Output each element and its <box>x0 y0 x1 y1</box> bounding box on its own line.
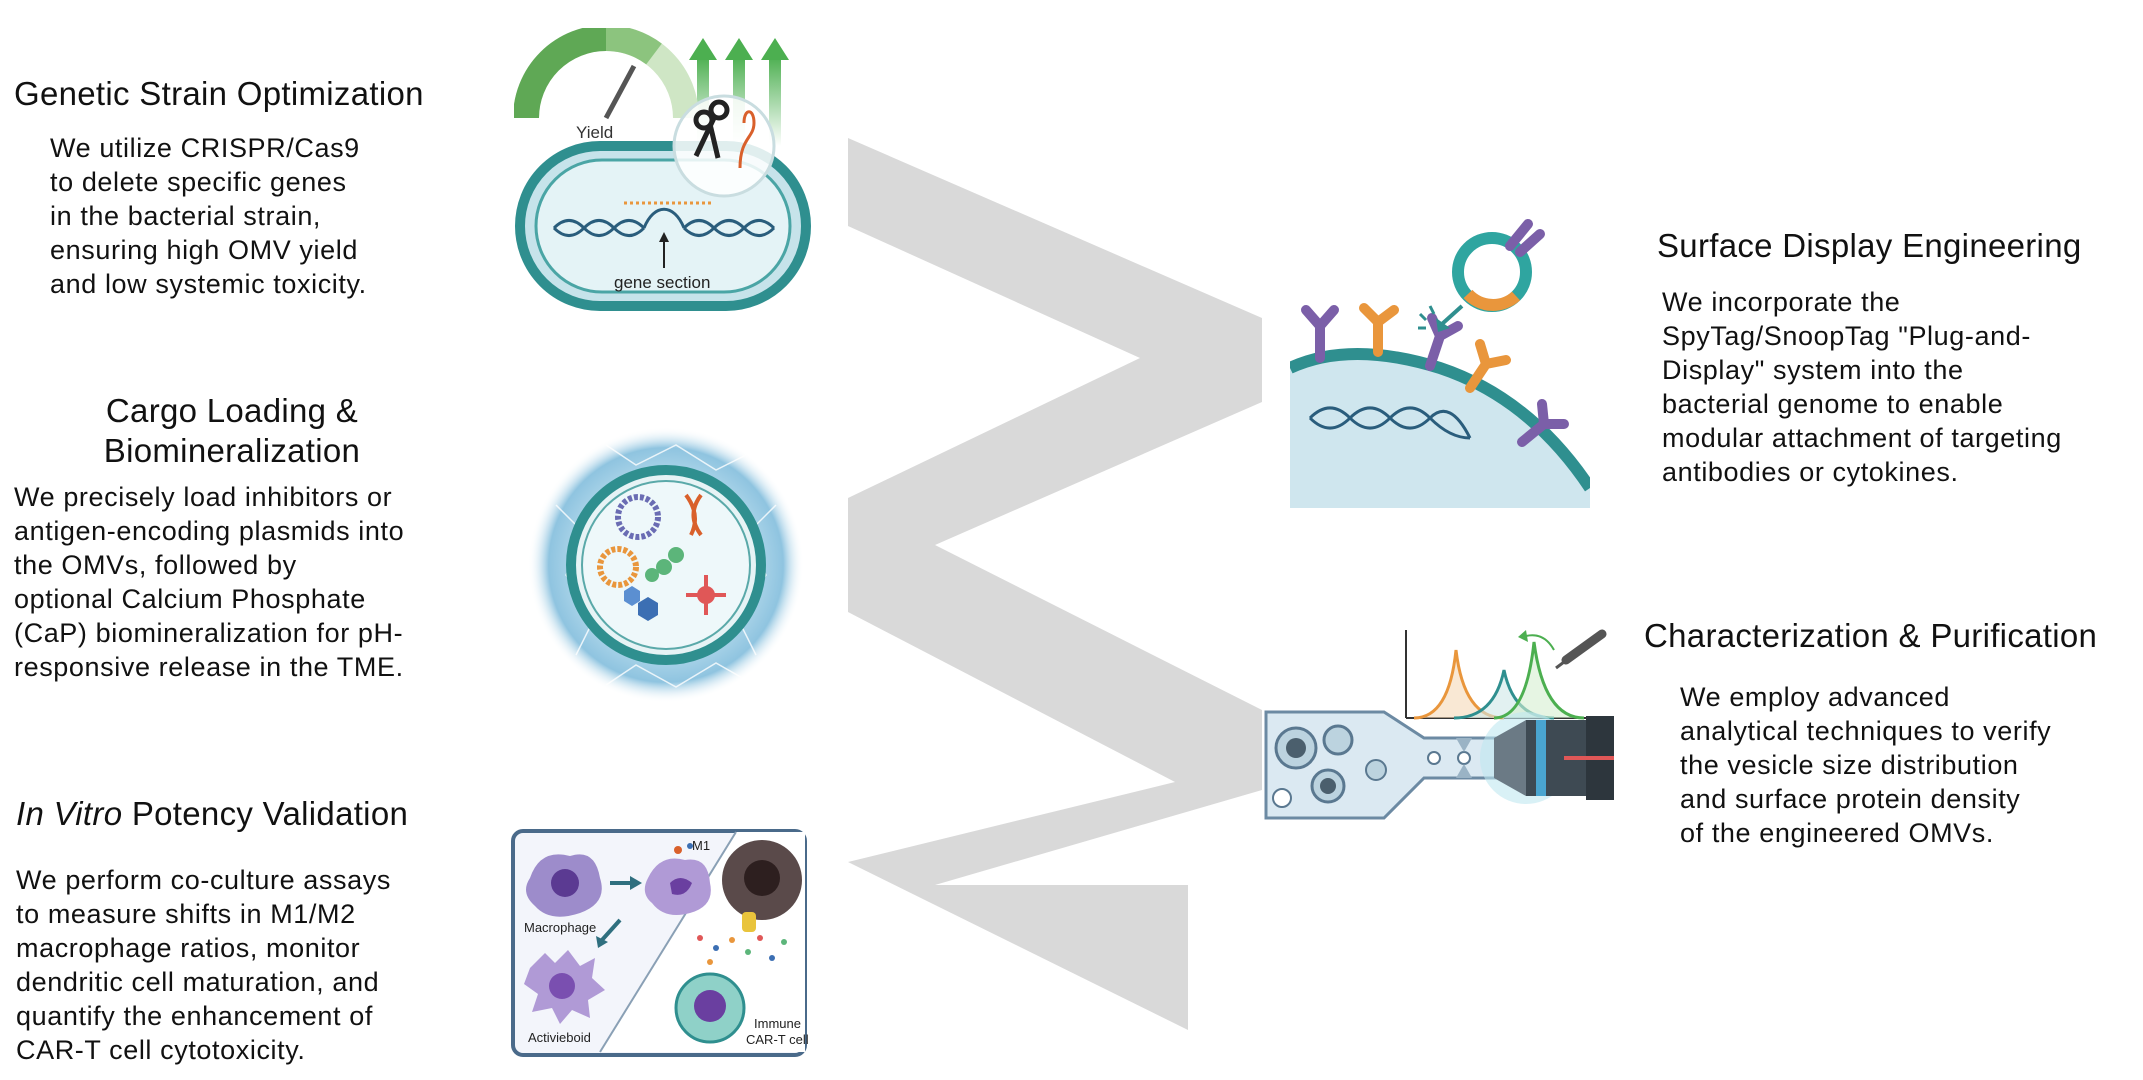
detector-objective-icon <box>1480 712 1614 804</box>
car-t-cell-label: CAR-T cell <box>746 1032 808 1047</box>
genetic-line: to delete specific genes <box>50 167 347 197</box>
surface-display-illustration <box>1290 219 1590 508</box>
inhibitor-icon <box>686 575 726 615</box>
macrophage-label: Macrophage <box>524 920 596 935</box>
genetic-description: We utilize CRISPR/Cas9 to delete specifi… <box>50 131 367 301</box>
invitro-line: macrophage ratios, monitor <box>16 933 361 963</box>
invitro-line: quantify the enhancement of <box>16 1001 373 1031</box>
hexagon-molecule-icon <box>624 586 640 606</box>
surface-line: Display" system into the <box>1662 355 1964 385</box>
antibody-icon <box>1465 339 1511 393</box>
cargo-line: We precisely load inhibitors or <box>14 482 393 512</box>
dna-strand-icon <box>552 201 776 237</box>
cargo-line: responsive release in the TME. <box>14 652 404 682</box>
cytokine-particles <box>697 935 787 965</box>
characterization-line: We employ advanced <box>1680 682 1950 712</box>
plasmid-icon <box>597 546 639 588</box>
surface-line: SpyTag/SnoopTag "Plug-and- <box>1662 321 2031 351</box>
cargo-omv-illustration <box>528 427 804 703</box>
tumor-cell-icon <box>722 840 802 920</box>
characterization-line: and surface protein density <box>1680 784 2021 814</box>
activieboid-label: Activieboid <box>528 1030 591 1045</box>
characterization-description: We employ advanced analytical techniques… <box>1680 680 2051 850</box>
pipette-icon <box>1555 629 1607 670</box>
dna-icon <box>1308 406 1472 440</box>
immune-label: Immune <box>754 1016 801 1031</box>
invitro-title-rest: Potency Validation <box>122 795 409 832</box>
genetic-title: Genetic Strain Optimization <box>14 75 424 112</box>
invitro-title-italic: In Vitro <box>16 795 123 832</box>
characterization-line: of the engineered OMVs. <box>1680 818 1994 848</box>
car-t-cell-icon <box>674 972 746 1044</box>
genetic-strain-illustration: Yield gene section <box>514 28 811 311</box>
yield-gauge-icon <box>514 28 699 120</box>
yield-label: Yield <box>576 123 613 142</box>
invitro-title: In Vitro Potency Validation <box>16 794 408 834</box>
plasmid-icon <box>615 494 661 540</box>
cargo-title: Cargo Loading & Biomineralization <box>14 391 450 471</box>
antibody-icon <box>1301 305 1339 363</box>
genetic-line: and low systemic toxicity. <box>50 269 367 299</box>
surface-title: Surface Display Engineering <box>1657 227 2082 264</box>
antibody-icon <box>1359 303 1399 357</box>
genetic-line: ensuring high OMV yield <box>50 235 358 265</box>
m1-label: M1 <box>692 838 710 853</box>
invitro-potency-illustration: M1 Macrophage Activieboid Immune CAR-T c… <box>511 829 808 1057</box>
activated-cell-icon <box>524 950 605 1024</box>
cargo-title-line1: Cargo Loading & <box>105 392 359 429</box>
invitro-description: We perform co-culture assays to measure … <box>16 863 391 1067</box>
characterization-line: analytical techniques to verify <box>1680 716 2052 746</box>
macrophage-icon <box>526 854 602 917</box>
invitro-line: dendritic cell maturation, and <box>16 967 380 997</box>
surface-description: We incorporate the SpyTag/SnoopTag "Plug… <box>1662 285 2062 489</box>
genetic-line: We utilize CRISPR/Cas9 <box>50 133 360 163</box>
invitro-line: to measure shifts in M1/M2 <box>16 899 356 929</box>
surface-line: antibodies or cytokines. <box>1662 457 1959 487</box>
microfluidic-chip <box>1264 710 1498 820</box>
characterization-line: the vesicle size distribution <box>1680 750 2019 780</box>
genetic-line: in the bacterial strain, <box>50 201 322 231</box>
surface-line: bacterial genome to enable <box>1662 389 2004 419</box>
cargo-line: optional Calcium Phosphate <box>14 584 366 614</box>
characterization-illustration <box>1264 629 1614 820</box>
zigzag-arrow-shape <box>848 138 1262 1030</box>
invitro-line: CAR-T cell cytotoxicity. <box>16 1035 306 1065</box>
antibody-icon <box>1425 313 1463 371</box>
scissors-icon <box>693 99 730 159</box>
m1-macrophage-icon <box>644 858 711 916</box>
cargo-line: (CaP) biomineralization for pH- <box>14 618 404 648</box>
hexagon-molecule-icon <box>638 597 658 621</box>
dna-icon <box>684 493 703 537</box>
surface-line: modular attachment of targeting <box>1662 423 2062 453</box>
protein-chain-icon <box>645 547 684 582</box>
characterization-title: Characterization & Purification <box>1644 617 2098 654</box>
antibody-icon <box>1517 399 1569 447</box>
cargo-title-line2: Biomineralization <box>103 432 361 469</box>
binding-sparks <box>1418 305 1436 330</box>
plug-and-display-ring-icon <box>1452 219 1545 312</box>
surface-line: We incorporate the <box>1662 287 1901 317</box>
cargo-description: We precisely load inhibitors or antigen-… <box>14 480 404 684</box>
cargo-line: the OMVs, followed by <box>14 550 297 580</box>
gene-section-label: gene section <box>614 273 710 292</box>
invitro-line: We perform co-culture assays <box>16 865 391 895</box>
cargo-line: antigen-encoding plasmids into <box>14 516 405 546</box>
size-distribution-plot <box>1405 630 1594 720</box>
